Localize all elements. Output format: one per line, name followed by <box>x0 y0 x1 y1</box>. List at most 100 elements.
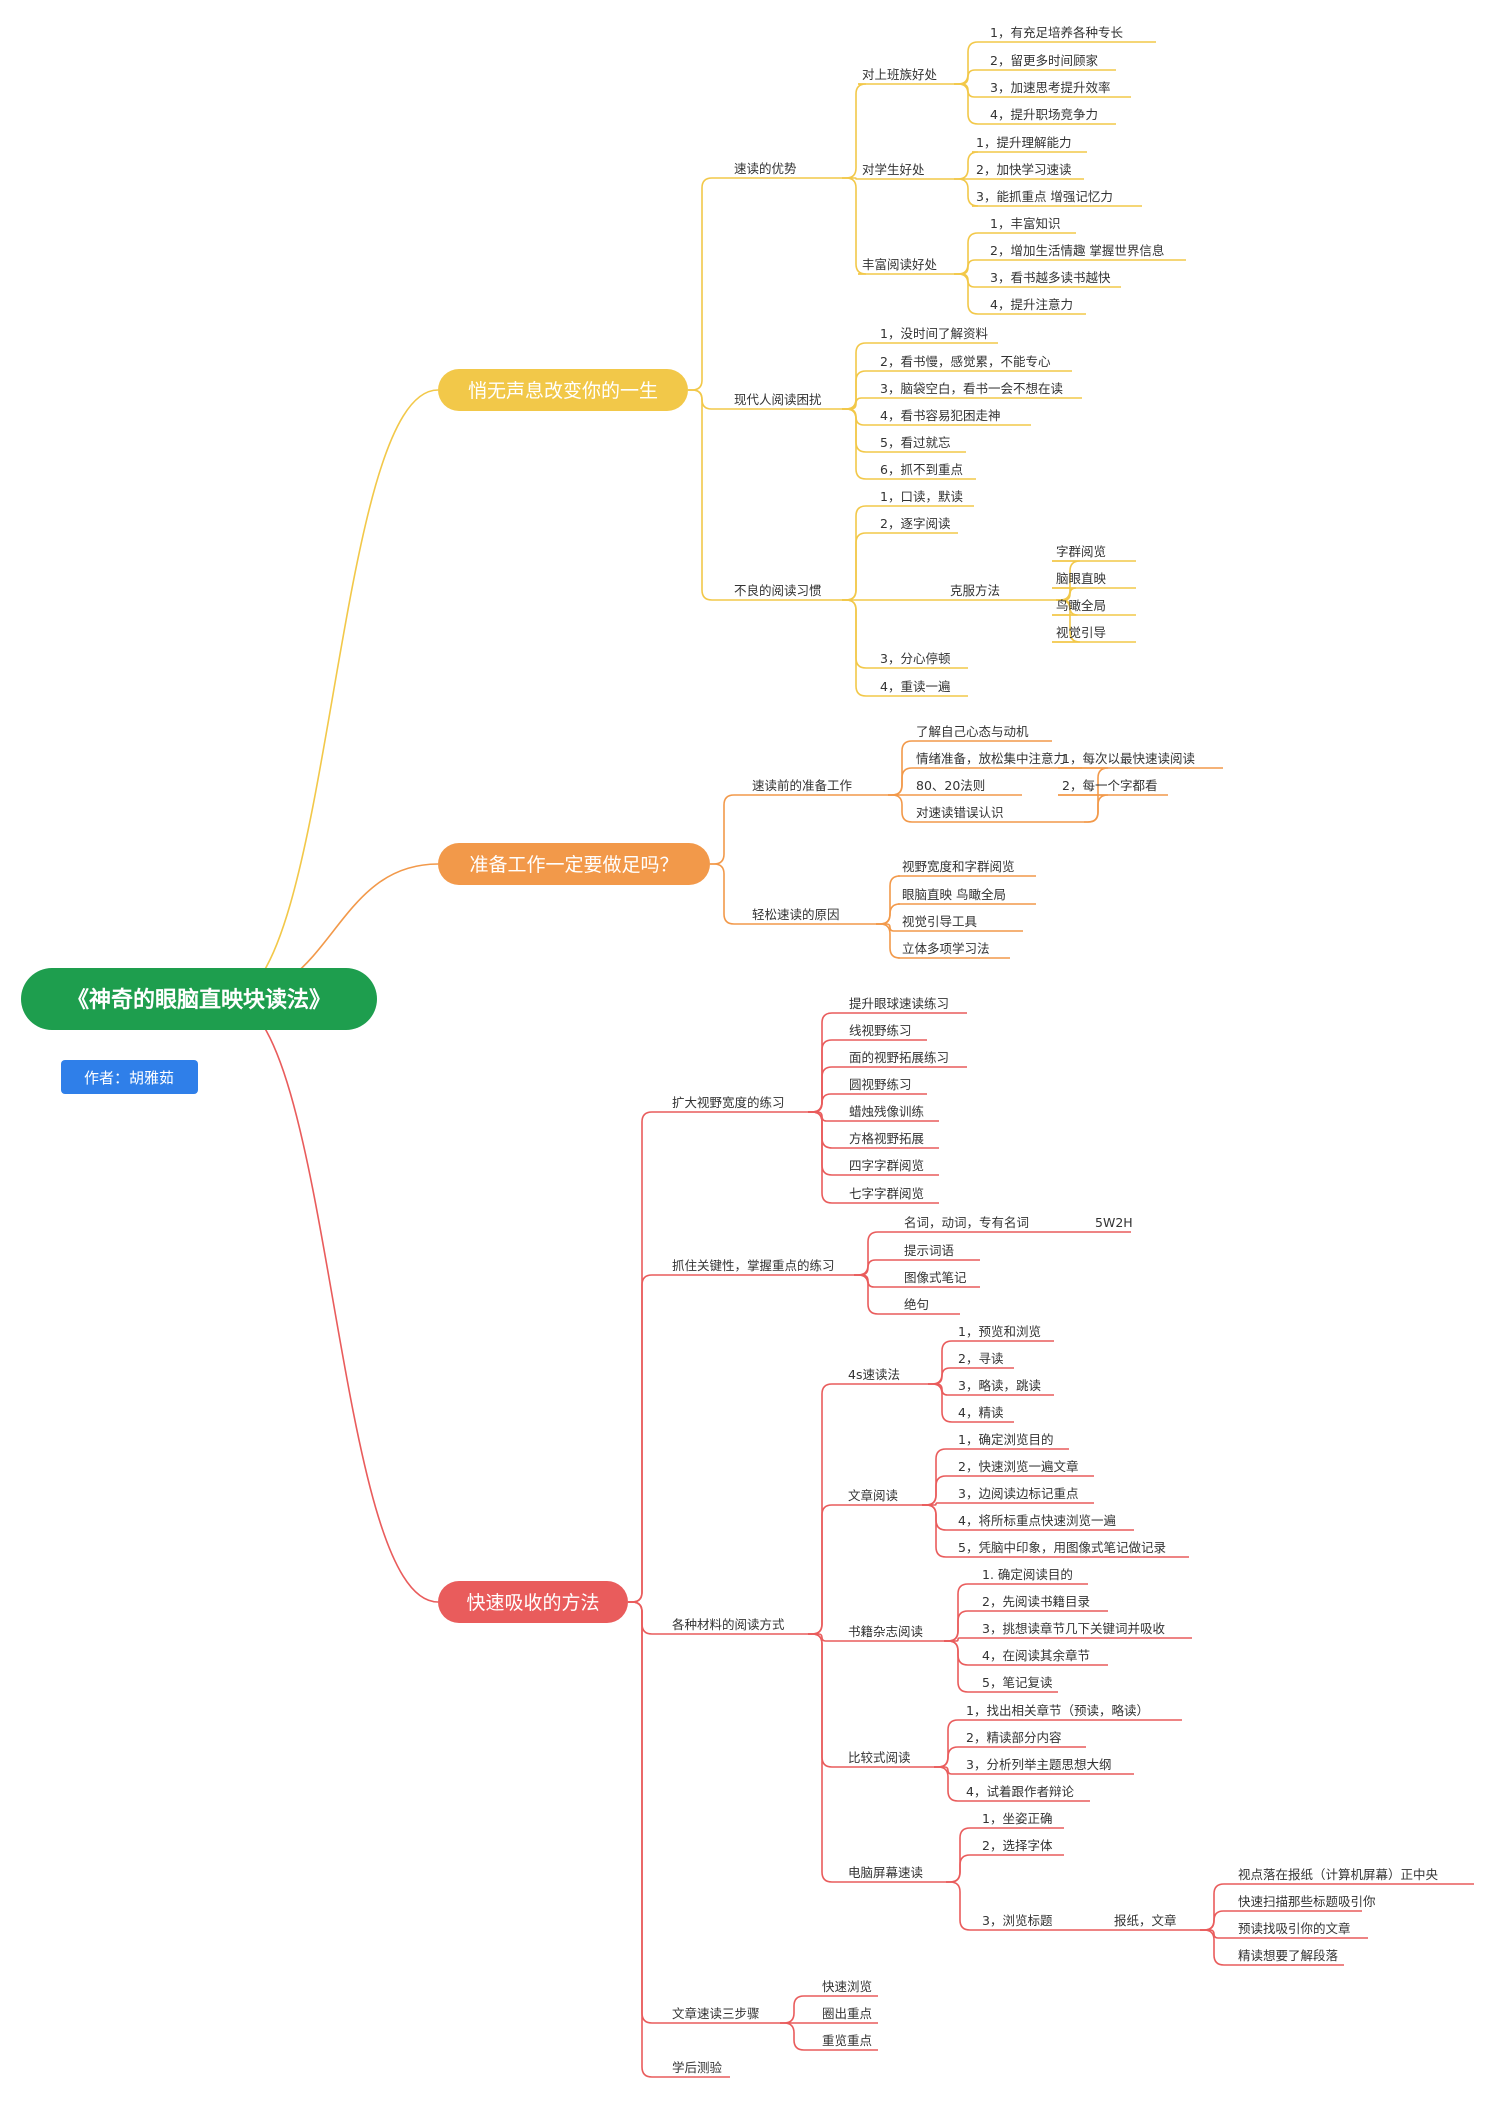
node-label[interactable]: 现代人阅读困扰 <box>734 392 822 407</box>
node-label[interactable]: 1，每次以最快速读阅读 <box>1062 751 1195 766</box>
node-label[interactable]: 文章速读三步骤 <box>672 2006 760 2021</box>
node-label[interactable]: 文章阅读 <box>848 1488 898 1503</box>
node-label[interactable]: 4，看书容易犯困走神 <box>880 408 1000 423</box>
node-label[interactable]: 重览重点 <box>822 2033 872 2048</box>
node-label[interactable]: 视点落在报纸（计算机屏幕）正中央 <box>1238 1867 1439 1882</box>
node-label[interactable]: 3，看书越多读书越快 <box>990 270 1111 285</box>
node-label[interactable]: 了解自己心态与动机 <box>916 724 1029 739</box>
node-label[interactable]: 提升眼球速读练习 <box>849 996 949 1011</box>
node-label[interactable]: 3，能抓重点 增强记忆力 <box>976 189 1113 204</box>
node-label[interactable]: 1，口读，默读 <box>880 489 963 504</box>
node-label[interactable]: 扩大视野宽度的练习 <box>672 1095 785 1110</box>
node-label[interactable]: 4s速读法 <box>848 1367 900 1382</box>
node-label[interactable]: 6，抓不到重点 <box>880 462 963 477</box>
node-label[interactable]: 情绪准备，放松集中注意力 <box>916 751 1066 766</box>
node-label[interactable]: 立体多项学习法 <box>902 941 990 956</box>
node-label[interactable]: 字群阅览 <box>1056 544 1106 559</box>
node-label[interactable]: 2，先阅读书籍目录 <box>982 1594 1090 1609</box>
node-label[interactable]: 学后测验 <box>672 2060 723 2075</box>
node-label[interactable]: 4，提升注意力 <box>990 297 1073 312</box>
node-label[interactable]: 面的视野拓展练习 <box>849 1050 949 1065</box>
node-label[interactable]: 2，加快学习速读 <box>976 162 1071 177</box>
node-label[interactable]: 3，挑想读章节几下关键词并吸收 <box>982 1621 1165 1636</box>
node-label[interactable]: 2，精读部分内容 <box>966 1730 1061 1745</box>
node-label[interactable]: 2，留更多时间顾家 <box>990 53 1098 68</box>
node-label[interactable]: 精读想要了解段落 <box>1238 1948 1339 1963</box>
node-label[interactable]: 圆视野练习 <box>849 1077 912 1092</box>
node-label[interactable]: 5，笔记复读 <box>982 1675 1052 1690</box>
node-label[interactable]: 圈出重点 <box>822 2006 872 2021</box>
node-label[interactable]: 2，快速浏览一遍文章 <box>958 1459 1078 1474</box>
node-label[interactable]: 1，找出相关章节（预读，略读） <box>966 1703 1149 1718</box>
node-label[interactable]: 速读前的准备工作 <box>752 778 853 793</box>
node-label[interactable]: 视野宽度和字群阅览 <box>902 859 1015 874</box>
node-label[interactable]: 4，将所标重点快速浏览一遍 <box>958 1513 1116 1528</box>
node-label[interactable]: 抓住关键性，掌握重点的练习 <box>672 1258 835 1273</box>
node-label[interactable]: 方格视野拓展 <box>849 1131 924 1146</box>
node-label[interactable]: 电脑屏幕速读 <box>848 1865 923 1880</box>
node-label[interactable]: 3，脑袋空白，看书一会不想在读 <box>880 381 1063 396</box>
node-label[interactable]: 四字字群阅览 <box>849 1158 924 1173</box>
node-label[interactable]: 鸟瞰全局 <box>1056 598 1106 613</box>
node-label[interactable]: 各种材料的阅读方式 <box>672 1617 785 1632</box>
node-label[interactable]: 视觉引导工具 <box>902 914 978 929</box>
node-label[interactable]: 脑眼直映 <box>1056 571 1107 586</box>
node-label[interactable]: 绝句 <box>904 1297 929 1312</box>
branch-node-1[interactable]: 悄无声息改变你的一生 <box>438 369 688 411</box>
node-label[interactable]: 5，凭脑中印象，用图像式笔记做记录 <box>958 1540 1166 1555</box>
node-label[interactable]: 3，加速思考提升效率 <box>990 80 1110 95</box>
node-label[interactable]: 1，没时间了解资料 <box>880 326 988 341</box>
node-label[interactable]: 速读的优势 <box>734 161 797 176</box>
node-label[interactable]: 1，坐姿正确 <box>982 1811 1052 1826</box>
node-label[interactable]: 4，在阅读其余章节 <box>982 1648 1090 1663</box>
node-label[interactable]: 七字字群阅览 <box>849 1186 924 1201</box>
node-label[interactable]: 2，每一个字都看 <box>1062 778 1157 793</box>
node-label[interactable]: 1，提升理解能力 <box>976 135 1071 150</box>
node-label[interactable]: 视觉引导 <box>1056 625 1106 640</box>
node-label[interactable]: 2，寻读 <box>958 1351 1003 1366</box>
node-label[interactable]: 4，重读一遍 <box>880 679 951 694</box>
node-label[interactable]: 快速扫描那些标题吸引你 <box>1238 1894 1376 1909</box>
node-label[interactable]: 轻松速读的原因 <box>752 907 840 922</box>
node-label[interactable]: 克服方法 <box>950 583 1000 598</box>
node-label[interactable]: 5，看过就忘 <box>880 435 950 450</box>
root-node[interactable]: 《神奇的眼脑直映块读法》 <box>21 968 377 1030</box>
node-label[interactable]: 提示词语 <box>904 1243 954 1258</box>
node-label[interactable]: 1，预览和浏览 <box>958 1324 1041 1339</box>
node-label[interactable]: 眼脑直映 鸟瞰全局 <box>902 887 1006 902</box>
node-label[interactable]: 1，有充足培养各种专长 <box>990 25 1123 40</box>
node-label[interactable]: 对上班族好处 <box>862 67 938 82</box>
node-label[interactable]: 1，确定浏览目的 <box>958 1432 1053 1447</box>
node-label[interactable]: 3，边阅读边标记重点 <box>958 1486 1078 1501</box>
node-label[interactable]: 书籍杂志阅读 <box>848 1624 923 1639</box>
node-label[interactable]: 4，精读 <box>958 1405 1003 1420</box>
node-label[interactable]: 3，略读，跳读 <box>958 1378 1041 1393</box>
node-label[interactable]: 快速浏览 <box>822 1979 872 1994</box>
node-label[interactable]: 不良的阅读习惯 <box>734 583 822 598</box>
node-label[interactable]: 4，提升职场竞争力 <box>990 107 1098 122</box>
node-label[interactable]: 3，浏览标题 <box>982 1913 1053 1928</box>
node-label[interactable]: 丰富阅读好处 <box>862 257 938 272</box>
node-label[interactable]: 报纸，文章 <box>1114 1913 1177 1928</box>
node-label[interactable]: 1. 确定阅读目的 <box>982 1567 1073 1582</box>
node-label[interactable]: 80、20法则 <box>916 778 985 793</box>
node-label[interactable]: 预读找吸引你的文章 <box>1238 1921 1351 1936</box>
node-label[interactable]: 1，丰富知识 <box>990 216 1060 231</box>
node-label[interactable]: 名词，动词，专有名词 <box>904 1215 1029 1230</box>
node-label[interactable]: 2，增加生活情趣 掌握世界信息 <box>990 243 1164 258</box>
node-label[interactable]: 比较式阅读 <box>848 1750 911 1765</box>
node-label[interactable]: 图像式笔记 <box>904 1270 967 1285</box>
node-label[interactable]: 3，分心停顿 <box>880 651 951 666</box>
node-label[interactable]: 4，试着跟作者辩论 <box>966 1784 1074 1799</box>
node-label[interactable]: 线视野练习 <box>849 1023 912 1038</box>
node-label[interactable]: 3，分析列举主题思想大纲 <box>966 1757 1111 1772</box>
branch-node-2[interactable]: 准备工作一定要做足吗？ <box>438 843 710 885</box>
node-label[interactable]: 2，逐字阅读 <box>880 516 950 531</box>
branch-node-3[interactable]: 快速吸收的方法 <box>438 1581 628 1623</box>
node-label[interactable]: 2，选择字体 <box>982 1838 1053 1853</box>
node-note[interactable]: 5W2H <box>1095 1215 1133 1230</box>
node-label[interactable]: 蜡烛残像训练 <box>849 1104 925 1119</box>
node-label[interactable]: 对速读错误认识 <box>916 805 1004 820</box>
node-label[interactable]: 对学生好处 <box>862 162 925 177</box>
node-label[interactable]: 2，看书慢，感觉累，不能专心 <box>880 354 1051 369</box>
